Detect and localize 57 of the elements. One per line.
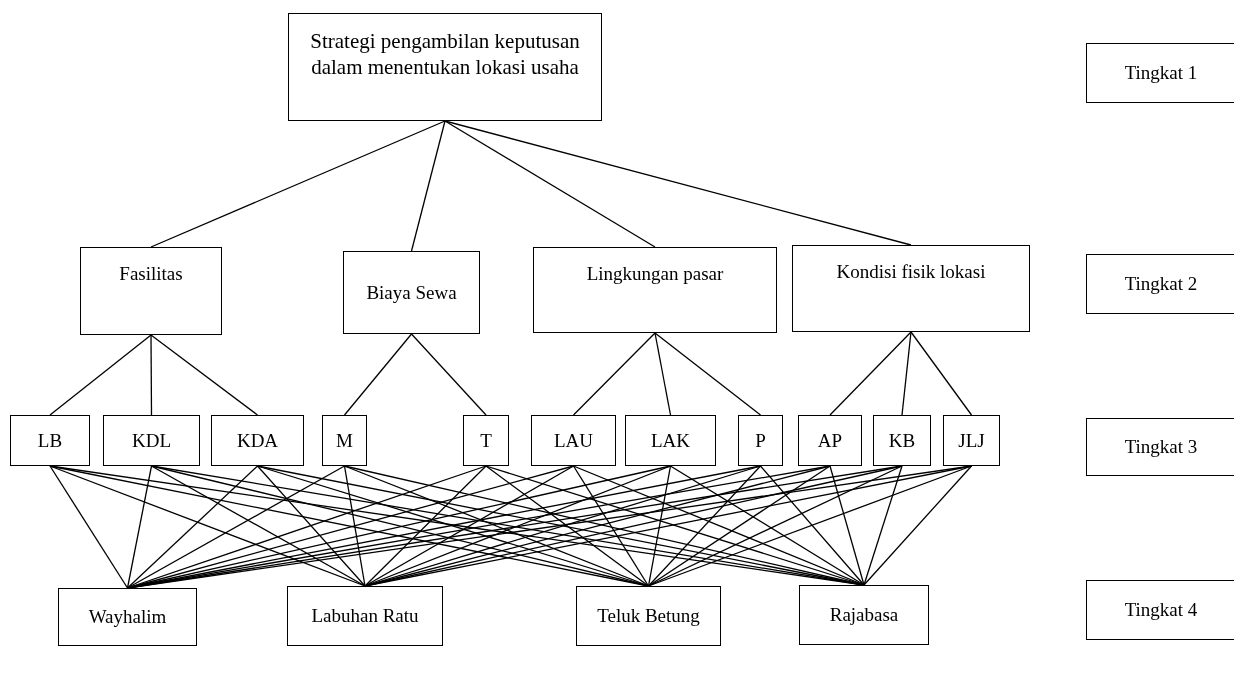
hierarchy-box: Teluk Betung: [576, 586, 721, 646]
connector-line: [863, 465, 903, 586]
connector-line: [150, 334, 259, 416]
hierarchy-box: Tingkat 1: [1086, 43, 1234, 103]
connector-line: [910, 331, 973, 416]
connector-line: [343, 333, 413, 416]
hierarchy-box: Tingkat 2: [1086, 254, 1234, 314]
connector-line: [654, 332, 762, 416]
hierarchy-box: M: [322, 415, 367, 466]
connector-line: [647, 465, 762, 587]
connector-line: [364, 465, 575, 587]
hierarchy-box: KDA: [211, 415, 304, 466]
hierarchy-box: LAK: [625, 415, 716, 466]
hierarchy-box: T: [463, 415, 509, 466]
hierarchy-box: KB: [873, 415, 931, 466]
connector-line: [126, 465, 346, 589]
connector-line: [256, 465, 366, 587]
connector-line: [343, 465, 366, 587]
connector-line: [485, 465, 650, 587]
hierarchy-box: Tingkat 4: [1086, 580, 1234, 640]
connector-line: [410, 120, 446, 252]
hierarchy-box: P: [738, 415, 783, 466]
hierarchy-box: LAU: [531, 415, 616, 466]
connector-line: [654, 332, 672, 416]
hierarchy-box: Rajabasa: [799, 585, 929, 645]
connector-line: [829, 465, 865, 586]
connector-line: [49, 334, 152, 416]
connector-line: [150, 334, 153, 416]
connector-line: [49, 465, 129, 589]
connector-line: [444, 120, 912, 246]
hierarchy-box: Kondisi fisik lokasi: [792, 245, 1030, 332]
connector-line: [829, 331, 912, 416]
hierarchy-box: Lingkungan pasar: [533, 247, 777, 333]
hierarchy-box: AP: [798, 415, 862, 466]
hierarchy-box: Wayhalim: [58, 588, 197, 646]
hierarchy-box: Biaya Sewa: [343, 251, 480, 334]
connector-line: [669, 465, 865, 586]
connector-line: [572, 465, 650, 587]
hierarchy-box: LB: [10, 415, 90, 466]
connector-line: [410, 333, 487, 416]
connector-line: [647, 465, 672, 587]
connector-line: [364, 465, 487, 587]
hierarchy-box: Fasilitas: [80, 247, 222, 335]
connector-line: [150, 465, 366, 587]
connector-line: [759, 465, 865, 586]
connector-line: [126, 465, 153, 589]
connector-line: [444, 120, 656, 248]
connector-line: [901, 331, 912, 416]
connector-line: [126, 465, 259, 589]
hierarchy-box: KDL: [103, 415, 200, 466]
hierarchy-box: JLJ: [943, 415, 1000, 466]
hierarchy-box: Tingkat 3: [1086, 418, 1234, 476]
connector-line: [863, 465, 973, 586]
connector-line: [572, 332, 656, 416]
connector-line: [150, 120, 446, 248]
hierarchy-box: Strategi pengambilan keputusan dalam menentukan lokasi usaha: [288, 13, 602, 121]
hierarchy-box: Labuhan Ratu: [287, 586, 443, 646]
